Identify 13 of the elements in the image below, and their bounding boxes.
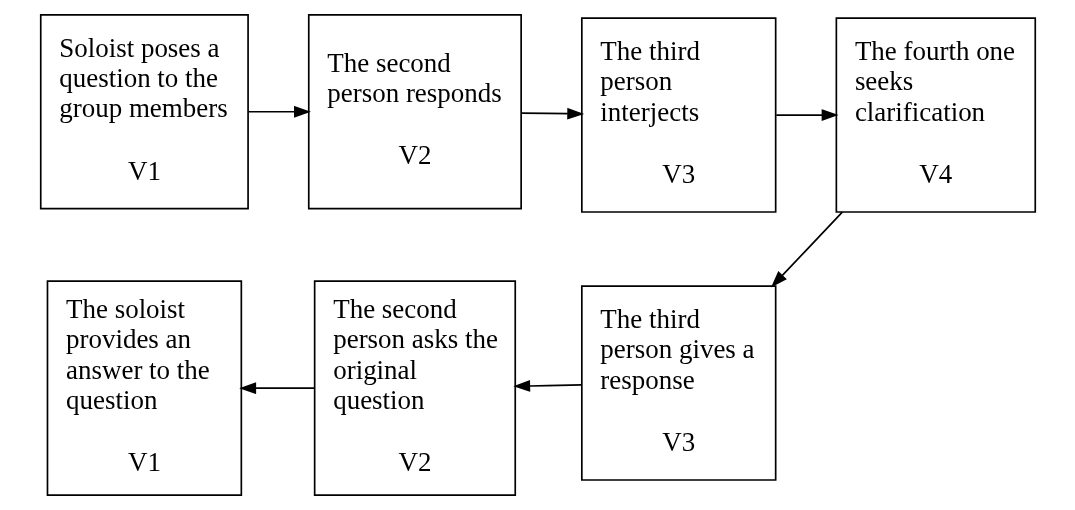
node-box: The fourth one seeks clarification V4: [835, 17, 1036, 213]
node-box: The third person interjects V3: [580, 17, 776, 213]
arrow: [770, 211, 843, 288]
arrow: [512, 380, 582, 392]
arrow: [238, 382, 315, 395]
node-box: The second person asks the original question V2: [313, 280, 516, 497]
node-box: The third person gives a response V3: [580, 285, 776, 481]
node-box: Soloist poses a question to the group members V1: [39, 13, 249, 210]
node-box: The second person responds V2: [307, 13, 522, 210]
arrow: [247, 105, 311, 118]
node-box: The soloist provides an answer to the question V1: [46, 280, 242, 497]
arrow: [520, 107, 584, 120]
arrow: [775, 109, 839, 121]
